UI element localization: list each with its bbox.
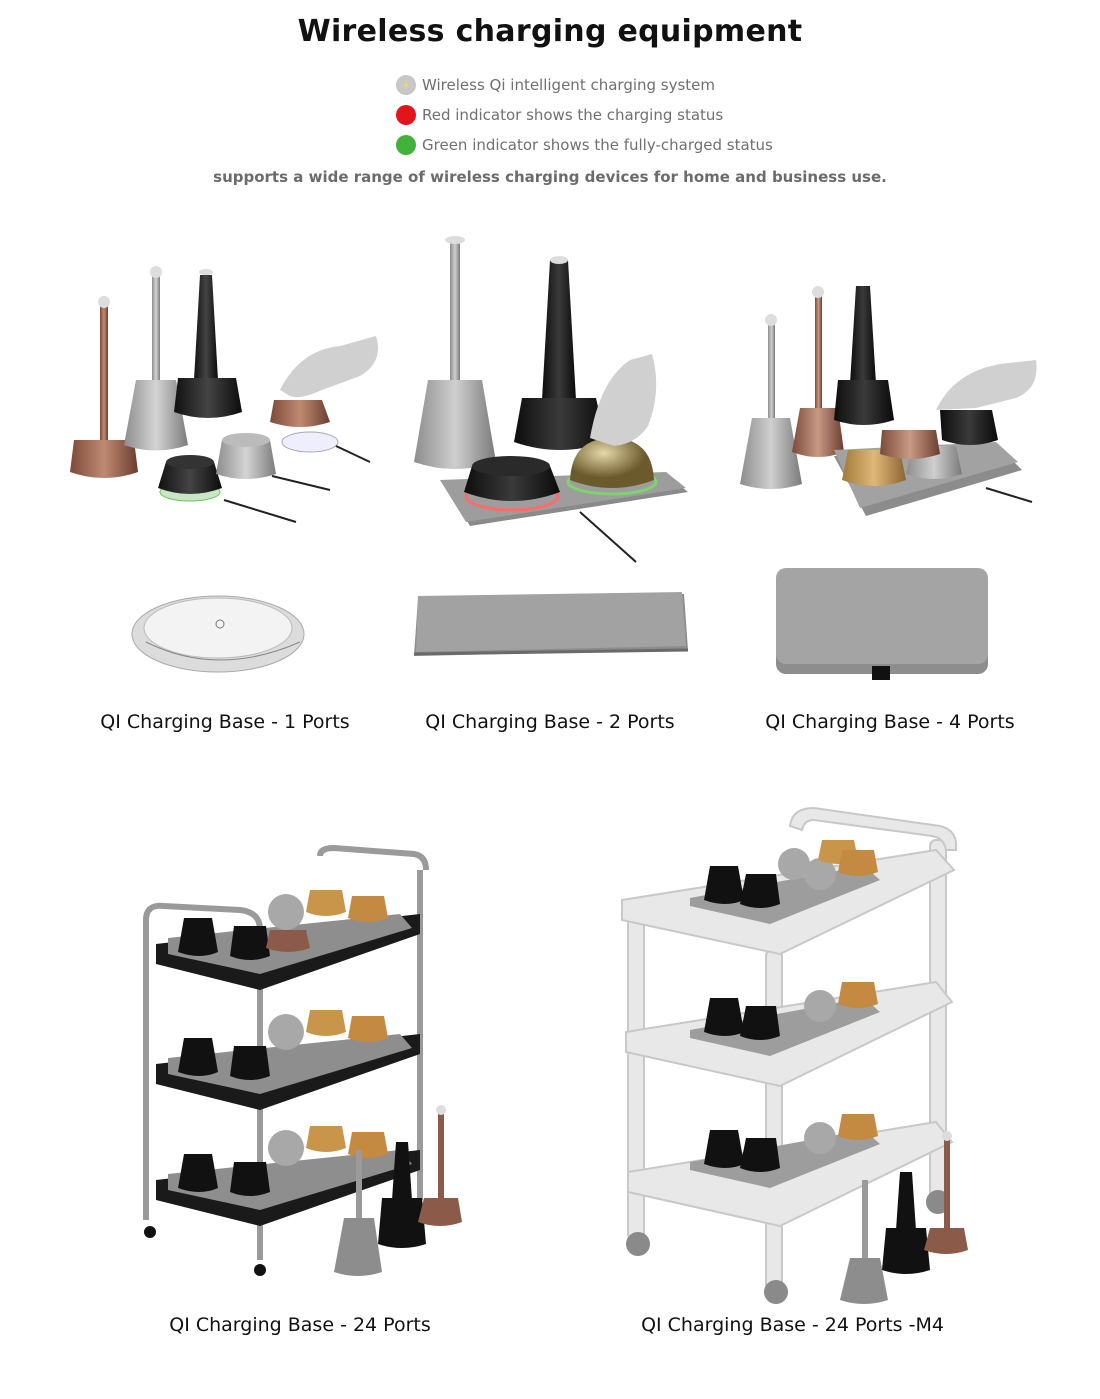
lightning-icon — [396, 75, 416, 95]
green-dot-icon — [396, 135, 416, 155]
product-3-scene — [740, 286, 1037, 680]
product-4-cart — [143, 844, 462, 1276]
feature-item: Wireless Qi intelligent charging system — [396, 70, 773, 100]
product-3-caption: QI Charging Base - 4 Ports — [765, 711, 1015, 733]
feature-list: Wireless Qi intelligent charging system … — [396, 70, 773, 160]
product-2-scene — [413, 236, 689, 656]
feature-text: Red indicator shows the charging status — [422, 106, 724, 124]
feature-item: Green indicator shows the fully-charged … — [396, 130, 773, 160]
product-5-caption: QI Charging Base - 24 Ports -M4 — [641, 1314, 944, 1336]
product-2-caption: QI Charging Base - 2 Ports — [425, 711, 675, 733]
product-4-caption: QI Charging Base - 24 Ports — [169, 1314, 431, 1336]
page-title: Wireless charging equipment — [297, 14, 803, 49]
support-text: supports a wide range of wireless chargi… — [213, 168, 887, 186]
feature-item: Red indicator shows the charging status — [396, 100, 773, 130]
product-1-scene — [70, 266, 378, 673]
feature-text: Wireless Qi intelligent charging system — [422, 76, 716, 94]
red-dot-icon — [396, 105, 416, 125]
product-1-caption: QI Charging Base - 1 Ports — [100, 711, 350, 733]
product-5-cart — [621, 806, 968, 1304]
feature-text: Green indicator shows the fully-charged … — [422, 136, 773, 154]
